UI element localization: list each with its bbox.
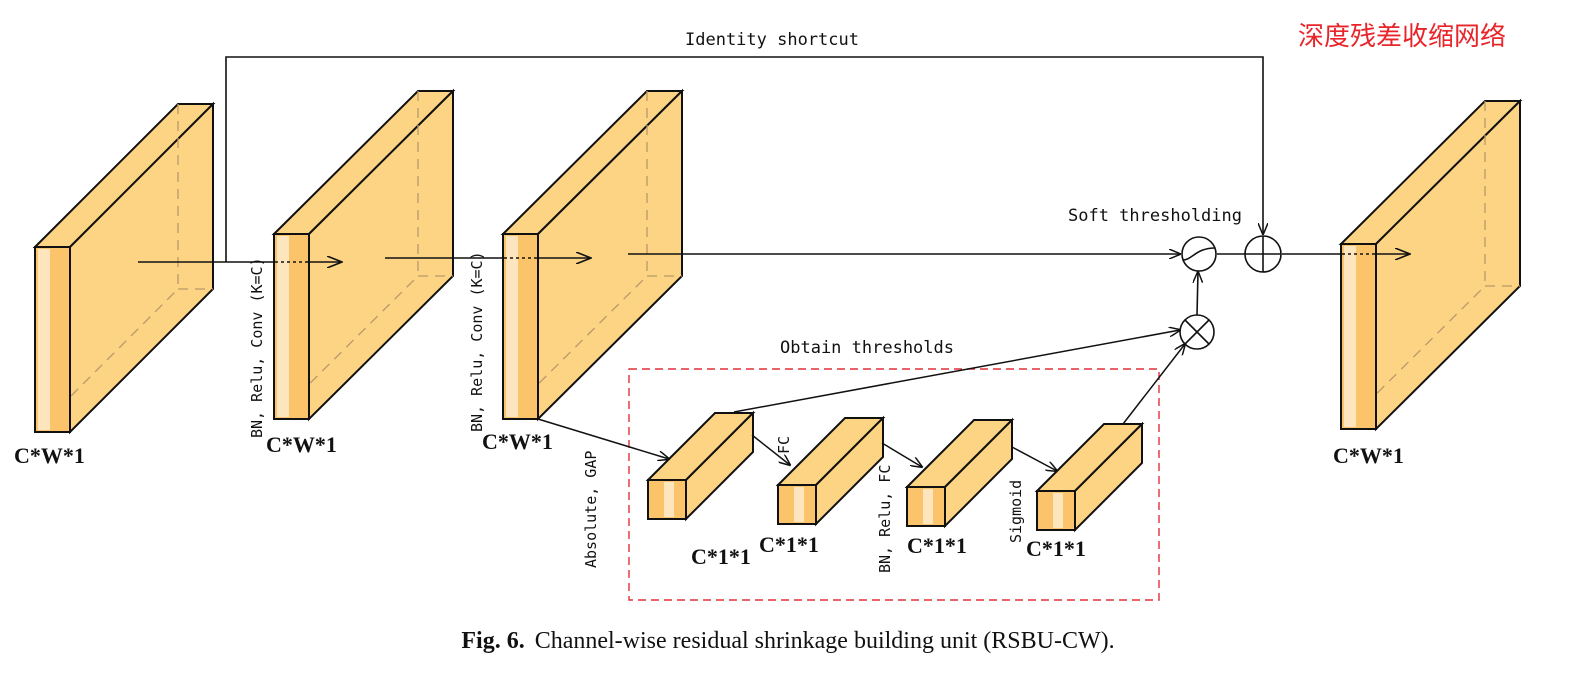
small-block-2-dims: C*1*1 [759,532,819,557]
small-block-2 [775,415,886,527]
multiplication-operator [1179,314,1215,350]
threshold-branch-arrows [537,330,1185,471]
identity-shortcut-label: Identity shortcut [685,30,859,50]
feature-block-2 [271,88,456,422]
main-flow-arrows [138,254,1410,262]
caption-prefix: Fig. 6. [461,628,525,654]
addition-operator [1244,235,1282,273]
caption-text: Channel-wise residual shrinkage building… [534,628,1115,654]
bn-relu-fc-label: BN, Relu, FC [876,465,894,573]
small-block-3-dims: C*1*1 [907,533,967,558]
obtain-thresholds-label: Obtain thresholds [780,338,954,358]
absolute-gap-label: Absolute, GAP [582,451,600,568]
feature-block-1 [32,101,216,435]
block-output-dims: C*W*1 [1333,443,1404,468]
soft-thresholding-label: Soft thresholding [1068,206,1242,226]
chinese-title: 深度残差收缩网络 [1298,22,1506,52]
small-block-1-dims: C*1*1 [691,544,751,569]
sigmoid-label: Sigmoid [1007,480,1025,543]
soft-thresholding-operator [1181,236,1217,272]
small-block-3 [904,417,1015,529]
feature-block-output [1338,98,1523,432]
identity-shortcut-path [225,56,1263,262]
block-1-dims: C*W*1 [14,443,85,468]
block-3-dims: C*W*1 [482,429,553,454]
fc-label: FC [775,436,793,454]
small-block-4 [1034,421,1145,533]
bn-relu-conv-label-2: BN, Relu, Conv (K=C) [468,251,486,432]
feature-block-3 [500,88,685,422]
block-2-dims: C*W*1 [266,432,337,457]
bn-relu-conv-label-1: BN, Relu, Conv (K=C) [248,257,266,438]
obtain-thresholds-box [628,368,1160,601]
figure-caption: Fig. 6. Channel-wise residual shrinkage b… [0,628,1576,655]
small-block-4-dims: C*1*1 [1026,536,1086,561]
small-block-1 [645,410,756,522]
multiply-to-threshold-arrow [1197,272,1198,316]
